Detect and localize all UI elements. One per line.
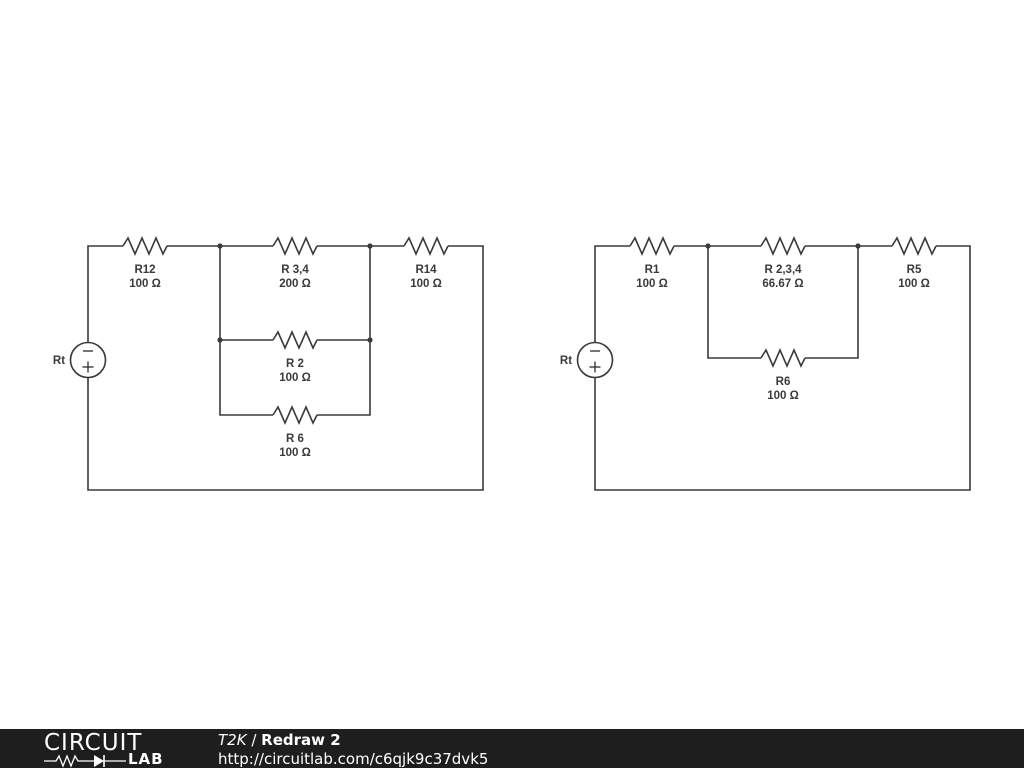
r5-name: R5: [907, 264, 922, 276]
resistor-r234: [760, 236, 806, 256]
wire: [707, 246, 761, 359]
wire: [87, 245, 484, 491]
source-circle: [69, 341, 107, 379]
circuit-1: Rt R12 100 Ω R 3,4 200 Ω R14 100 Ω R 2 1…: [53, 236, 484, 491]
separator: /: [246, 731, 262, 749]
circuit-title[interactable]: Redraw 2: [261, 731, 341, 749]
r6-name: R 6: [286, 433, 304, 445]
wire: [219, 246, 273, 416]
r14-value: 100 Ω: [410, 278, 442, 290]
r6-value: 100 Ω: [279, 447, 311, 459]
r5-value: 100 Ω: [898, 278, 930, 290]
resistor-r12: [122, 236, 168, 256]
resistor-diode-icon: [44, 754, 126, 768]
r34-value: 200 Ω: [279, 278, 311, 290]
resistor-r1: [629, 236, 675, 256]
resistor-r5: [891, 236, 937, 256]
r6-value: 100 Ω: [767, 390, 799, 402]
schematic-canvas: Rt R12 100 Ω R 3,4 200 Ω R14 100 Ω R 2 1…: [53, 236, 971, 491]
r14-name: R14: [415, 264, 437, 276]
wire: [317, 246, 371, 416]
source-label: Rt: [53, 355, 65, 367]
resistor-r14: [403, 236, 449, 256]
r12-name: R12: [134, 264, 155, 276]
voltage-source: [576, 341, 614, 379]
r2-value: 100 Ω: [279, 372, 311, 384]
wire: [805, 246, 859, 359]
owner-link[interactable]: T2K: [218, 731, 247, 749]
circuit-url[interactable]: http://circuitlab.com/c6qjk9c37dvk5: [218, 750, 489, 768]
r2-name: R 2: [286, 358, 304, 370]
source-label: Rt: [560, 355, 572, 367]
r234-value: 66.67 Ω: [762, 278, 803, 290]
wire: [594, 245, 630, 343]
source-circle: [576, 341, 614, 379]
footer-info: T2K / Redraw 2 http://circuitlab.com/c6q…: [218, 731, 488, 768]
junction-node: [705, 243, 711, 249]
resistor-r34: [272, 236, 318, 256]
wire: [594, 245, 971, 491]
r1-value: 100 Ω: [636, 278, 668, 290]
footer-bar: CIRCUIT LAB T2K / Redraw 2 http://circui…: [0, 729, 1024, 768]
circuitlab-logo[interactable]: CIRCUIT LAB: [44, 730, 176, 768]
resistor-r2: [272, 330, 318, 350]
r1-name: R1: [645, 264, 660, 276]
logo-text-circuit: CIRCUIT: [44, 730, 143, 756]
junction-node: [855, 243, 861, 249]
wire: [87, 245, 123, 343]
junction-node: [217, 337, 223, 343]
junction-node: [217, 243, 223, 249]
circuit-2: Rt R1 100 Ω R 2,3,4 66.67 Ω R5 100 Ω R6 …: [560, 236, 971, 491]
r34-name: R 3,4: [281, 264, 309, 276]
r12-value: 100 Ω: [129, 278, 161, 290]
r6-name: R6: [776, 376, 791, 388]
r234-name: R 2,3,4: [764, 264, 802, 276]
junction-node: [367, 243, 373, 249]
resistor-r6: [272, 405, 318, 425]
resistor-r6: [760, 348, 806, 368]
voltage-source: [69, 341, 107, 379]
junction-node: [367, 337, 373, 343]
logo-text-lab: LAB: [128, 750, 164, 768]
